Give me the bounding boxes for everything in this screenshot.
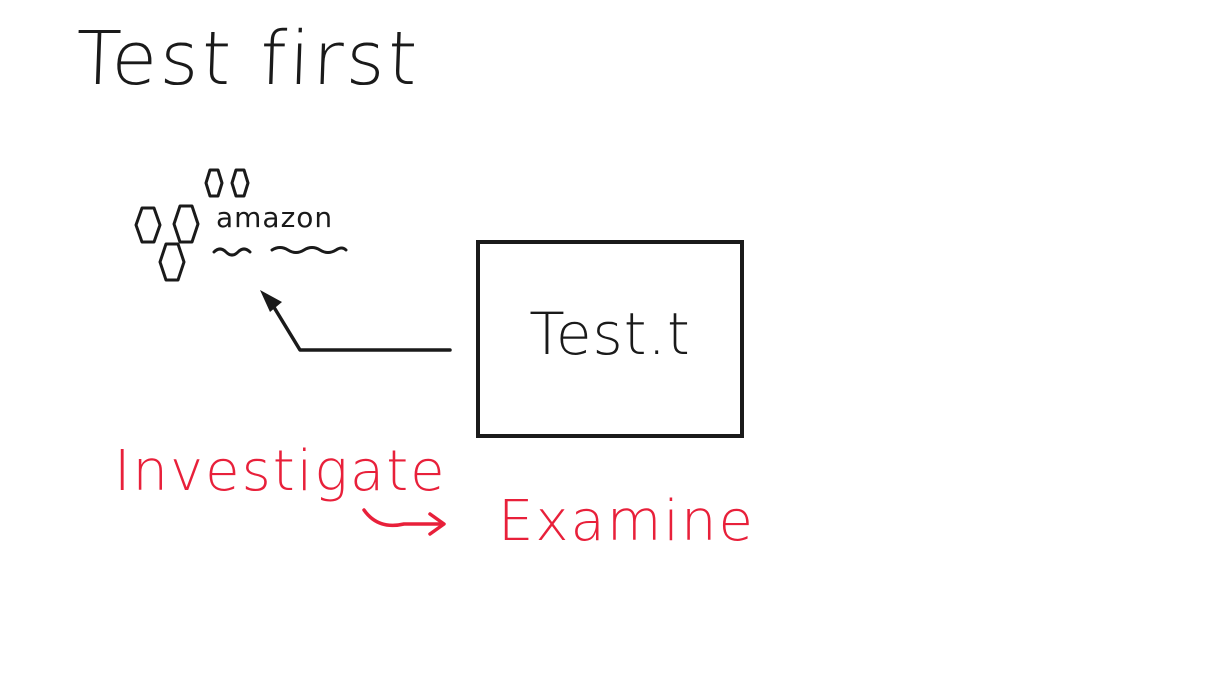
wordmark-underline [212, 246, 348, 257]
hexagon-icon [158, 242, 186, 282]
arrow-investigate-to-examine [362, 508, 442, 528]
logo-wordmark: amazon [216, 201, 334, 234]
examine-label: Examine [498, 489, 755, 554]
test-file-box: Test.t [476, 240, 744, 438]
hexagon-icon [172, 204, 200, 244]
arrow-to-logo [270, 302, 452, 352]
investigate-label: Investigate [114, 439, 447, 504]
hexagon-icon [204, 168, 224, 198]
red-arrowhead-icon [428, 512, 446, 536]
hexagon-icon [134, 206, 162, 244]
hexagon-icon [230, 168, 250, 198]
test-file-label: Test.t [529, 300, 691, 368]
arrowhead-icon [260, 290, 282, 312]
